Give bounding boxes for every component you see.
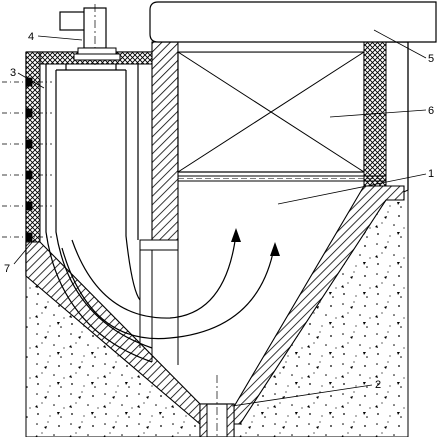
filter-block [177, 41, 387, 187]
discharge-pipe [199, 375, 235, 437]
callout-5: 5 [428, 53, 434, 65]
callout-3: 3 [10, 67, 16, 79]
cover-plate [149, 1, 437, 43]
left-wall-lining [25, 51, 153, 243]
callout-2: 2 [375, 379, 381, 391]
flow-arrows [61, 228, 280, 340]
callout-7: 7 [4, 263, 10, 275]
callout-1: 1 [428, 168, 434, 180]
callout-6: 6 [428, 105, 434, 117]
inlet-pipe [45, 64, 153, 363]
flow-arrow-outer [61, 247, 275, 340]
central-partition [139, 41, 179, 365]
inlet-fitting [59, 4, 121, 66]
leader-lines [13, 29, 427, 407]
distribution-plate [178, 175, 386, 182]
flow-arrow-inner [71, 233, 237, 319]
nozzle-markers [2, 77, 52, 242]
callouts: 4 3 5 6 1 7 2 [4, 31, 434, 391]
callout-4: 4 [28, 31, 34, 43]
